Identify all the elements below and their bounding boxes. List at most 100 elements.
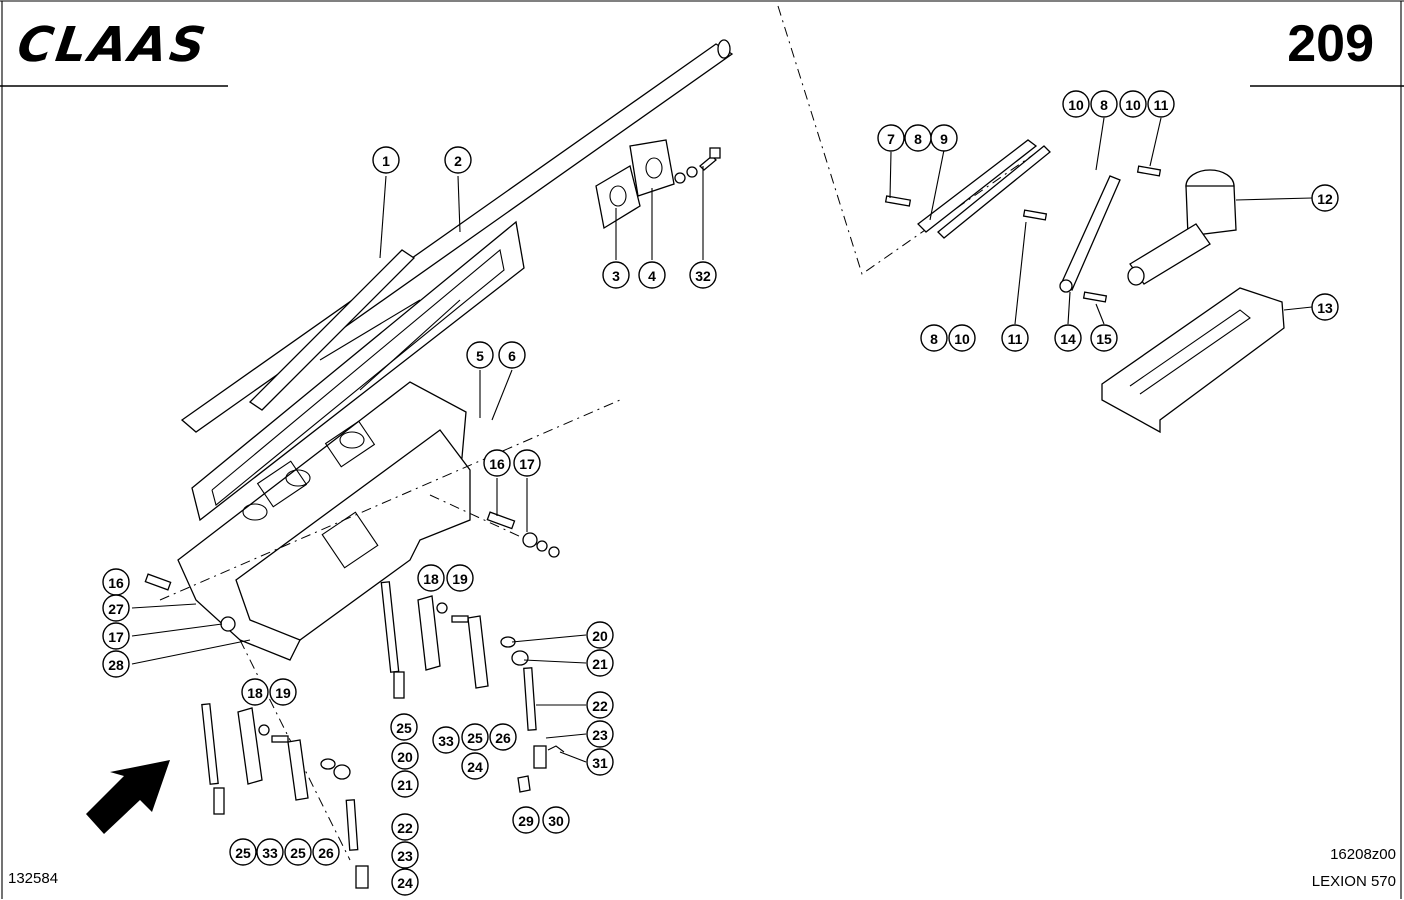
callout-circle (512, 806, 540, 834)
bushing-19a (451, 615, 469, 623)
callout-number: 8 (930, 331, 938, 347)
callout-number: 25 (467, 730, 483, 746)
rod-end-center (393, 671, 405, 699)
callout-25: 25 (461, 723, 489, 751)
plate-hole-2 (285, 469, 311, 487)
link-plate-center-2 (467, 615, 489, 689)
callout-26: 26 (489, 723, 517, 751)
flange-plate-4 (629, 139, 675, 197)
callout-33: 33 (256, 838, 284, 866)
leader-13 (1283, 306, 1313, 311)
dashed-centerline-left (159, 399, 621, 601)
callout-circle (602, 261, 630, 289)
callout-number: 10 (954, 331, 970, 347)
leader-20a (511, 634, 587, 643)
lever-14 (1061, 175, 1121, 292)
callout-circle (489, 723, 517, 751)
callout-number: 15 (1096, 331, 1112, 347)
callout-number: 1 (382, 153, 390, 169)
callout-24: 24 (461, 752, 489, 780)
callout-number: 11 (1008, 331, 1023, 347)
link-rod-9a (917, 139, 1038, 233)
clip-31 (547, 745, 565, 753)
callout-circle (102, 622, 130, 650)
callout-circle (586, 748, 614, 776)
link-rod-9b (937, 145, 1051, 239)
callout-28: 28 (102, 650, 130, 678)
tube-assembly (180, 39, 734, 433)
threaded-rod-center (380, 581, 400, 673)
callout-24: 24 (391, 868, 419, 896)
callout-number: 9 (940, 131, 948, 147)
leader-17b (131, 623, 223, 637)
callout-31: 31 (586, 748, 614, 776)
callout-17: 17 (102, 622, 130, 650)
callout-circle (1054, 324, 1082, 352)
callout-circle (920, 324, 948, 352)
callout-number: 26 (318, 845, 334, 861)
callout-number: 26 (495, 730, 511, 746)
bolt-11a (1136, 165, 1162, 177)
callout-number: 32 (695, 268, 711, 284)
callout-number: 29 (518, 813, 534, 829)
callout-26: 26 (312, 838, 340, 866)
callout-number: 22 (397, 820, 413, 836)
rod-end-lower (213, 787, 225, 815)
plate-window-3 (321, 511, 379, 569)
pin-29 (517, 775, 531, 793)
callout-number: 4 (648, 268, 656, 284)
callout-number: 12 (1317, 191, 1333, 207)
callout-13: 13 (1311, 293, 1339, 321)
bracket-13 (1101, 287, 1285, 434)
drawing-code: 16208z00 (1330, 846, 1396, 863)
plate-window-1 (256, 460, 308, 508)
leader-27 (131, 603, 197, 609)
callout-number: 20 (592, 628, 608, 644)
callout-number: 25 (290, 845, 306, 861)
callout-15: 15 (1090, 324, 1118, 352)
callout-14: 14 (1054, 324, 1082, 352)
callout-number: 20 (397, 749, 413, 765)
callout-number: 10 (1068, 97, 1084, 113)
callout-circle (102, 650, 130, 678)
callout-number: 5 (476, 348, 484, 364)
leader-9 (929, 149, 945, 221)
callout-16: 16 (102, 568, 130, 596)
motor-12-body (1185, 185, 1237, 237)
callout-number: 2 (454, 153, 462, 169)
rod-end-24a (533, 745, 547, 769)
callout-number: 23 (397, 848, 413, 864)
callout-3: 3 (602, 261, 630, 289)
callout-circle (1119, 90, 1147, 118)
rod-end-24b (355, 865, 369, 889)
callout-21: 21 (391, 770, 419, 798)
callout-circle (948, 324, 976, 352)
ladder-cross-1 (319, 299, 421, 361)
leader-6 (491, 369, 513, 421)
callout-number: 6 (508, 348, 516, 364)
callout-number: 21 (592, 656, 608, 672)
plate-window-2 (324, 420, 376, 468)
leader-1 (379, 175, 387, 259)
callout-circle (312, 838, 340, 866)
callout-circle (391, 841, 419, 869)
direction-arrow-icon (86, 760, 170, 834)
callout-circle (1001, 324, 1029, 352)
leader-2 (457, 175, 461, 233)
callout-18: 18 (417, 564, 445, 592)
callout-30: 30 (542, 806, 570, 834)
leader-15 (1095, 303, 1105, 325)
callout-4: 4 (638, 261, 666, 289)
threaded-rod-22a (523, 667, 537, 731)
callout-circle (372, 146, 400, 174)
threaded-rod-22b (345, 799, 359, 851)
washer-32a (674, 172, 686, 184)
callout-circle (542, 806, 570, 834)
callout-circle (586, 691, 614, 719)
leader-7 (889, 151, 892, 199)
bolt-7 (884, 195, 912, 207)
callout-circle (229, 838, 257, 866)
flange-plate-3 (595, 164, 641, 230)
